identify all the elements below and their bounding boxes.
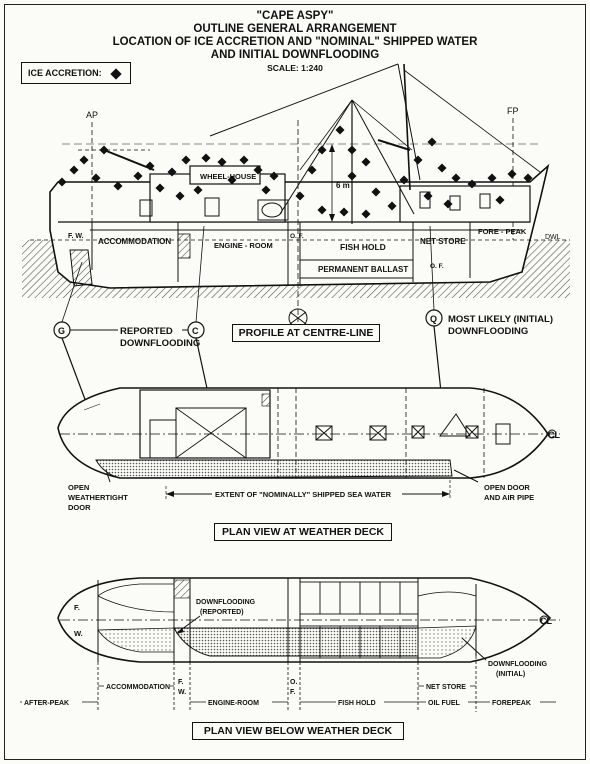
of-dim-o: O. xyxy=(290,679,297,686)
plan-weather-caption-box: PLAN VIEW AT WEATHER DECK xyxy=(214,523,392,541)
dwl-label: DWL xyxy=(545,234,561,241)
accommodation-dim-label: ACCOMMODATION xyxy=(106,684,170,691)
plan-below-caption-box: PLAN VIEW BELOW WEATHER DECK xyxy=(192,722,404,740)
plan-below-deck: CL F. W. DOWNFLOODING (REPORTED) DOWNFLO… xyxy=(20,577,560,712)
reported-label: REPORTED xyxy=(120,326,173,337)
fish-hold-dim-label: FISH HOLD xyxy=(338,700,376,707)
accommodation-label: ACCOMMODATION xyxy=(98,237,171,246)
df-initial-line-2: (INITIAL) xyxy=(496,671,525,678)
profile-caption-box: PROFILE AT CENTRE-LINE xyxy=(232,324,380,342)
downflooding-label-2: DOWNFLOODING xyxy=(448,326,528,337)
profile-view: AP FP DWL WHEEL-HOUSE 6 m F. W. ACCOMMOD… xyxy=(22,63,570,328)
engine-room-dim-label: ENGINE-ROOM xyxy=(208,700,259,707)
fp-label: FP xyxy=(507,106,519,116)
height-mark-label: 6 m xyxy=(336,181,350,190)
open-door-line-3: DOOR xyxy=(68,503,91,512)
open-door-air-line-2: AND AIR PIPE xyxy=(484,493,534,502)
open-door-line-1: OPEN xyxy=(68,483,89,492)
title-line-1: "CAPE ASPY" xyxy=(256,10,334,22)
most-likely-label: MOST LIKELY (INITIAL) xyxy=(448,314,553,325)
oil-fuel-dim-label: OIL FUEL xyxy=(428,700,460,707)
callout-q: Q xyxy=(430,314,437,324)
ap-label: AP xyxy=(86,110,98,120)
scale-label: SCALE: 1:240 xyxy=(267,63,323,73)
ballast-label: PERMANENT BALLAST xyxy=(318,265,408,274)
wheelhouse-label: WHEEL-HOUSE xyxy=(200,172,256,181)
cl-label-below: CL xyxy=(540,616,552,626)
open-door-line-2: WEATHERTIGHT xyxy=(68,493,128,502)
title-block: "CAPE ASPY" OUTLINE GENERAL ARRANGEMENT … xyxy=(0,10,590,75)
profile-caption: PROFILE AT CENTRE-LINE xyxy=(238,327,374,339)
title-line-4: AND INITIAL DOWNFLOODING xyxy=(210,49,380,61)
plan-below-caption: PLAN VIEW BELOW WEATHER DECK xyxy=(203,725,393,737)
of-label-2: O. F. xyxy=(430,263,444,270)
df-reported-line-1: DOWNFLOODING xyxy=(196,599,256,606)
df-reported-line-2: (REPORTED) xyxy=(200,609,244,616)
legend-label: ICE ACCRETION: xyxy=(28,68,102,78)
page-border xyxy=(4,4,586,760)
fw-w-label: W. xyxy=(74,629,83,638)
open-door-air-line-1: OPEN DOOR xyxy=(484,483,530,492)
fore-peak-label: FORE - PEAK xyxy=(478,227,527,236)
title-line-3: LOCATION OF ICE ACCRETION AND "NOMINAL" … xyxy=(112,36,478,48)
callout-g: G xyxy=(58,326,65,336)
plan-weather-caption: PLAN VIEW AT WEATHER DECK xyxy=(222,526,384,538)
callout-c: C xyxy=(192,326,199,336)
title-line-2: OUTLINE GENERAL ARRANGEMENT xyxy=(193,23,397,35)
df-initial-line-1: DOWNFLOODING xyxy=(488,661,548,668)
after-peak-dim-label: AFTER-PEAK xyxy=(24,700,69,707)
fw-label: F. W. xyxy=(68,233,84,240)
fish-hold-label: FISH HOLD xyxy=(340,242,386,252)
of-label: O. F. xyxy=(290,233,304,240)
extent-label: EXTENT OF "NOMINALLY" SHIPPED SEA WATER xyxy=(215,490,392,499)
plan-weather-deck: CL EXTENT OF "NOMINALLY" SHIPPED SEA WAT… xyxy=(57,387,560,512)
cl-label-weather: CL xyxy=(548,430,560,440)
of-dim-f: F. xyxy=(290,689,296,696)
fw-f-label: F. xyxy=(74,603,80,612)
legend-box: ICE ACCRETION: xyxy=(21,62,131,84)
forepeak-dim-label: FOREPEAK xyxy=(492,700,531,707)
net-store-label: NET STORE xyxy=(420,237,466,246)
net-store-dim-label: NET STORE xyxy=(426,684,466,691)
fw-dim-f: F. xyxy=(178,679,184,686)
engine-room-label: ENGINE - ROOM xyxy=(214,241,273,250)
downflooding-label: DOWNFLOODING xyxy=(120,338,200,349)
fw-dim-w: W. xyxy=(178,689,186,696)
